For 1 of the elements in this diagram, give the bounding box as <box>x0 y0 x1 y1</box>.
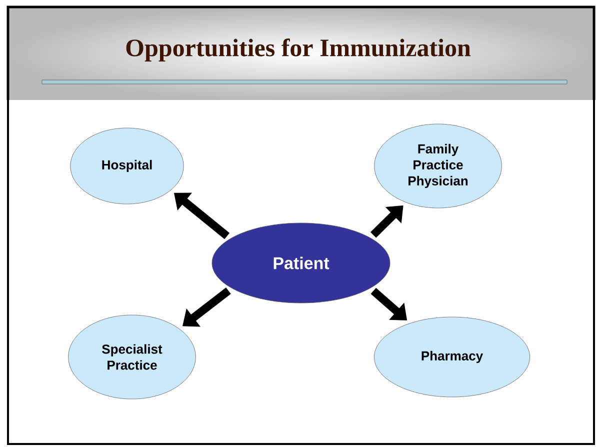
title: Opportunities for Immunization <box>126 38 471 62</box>
